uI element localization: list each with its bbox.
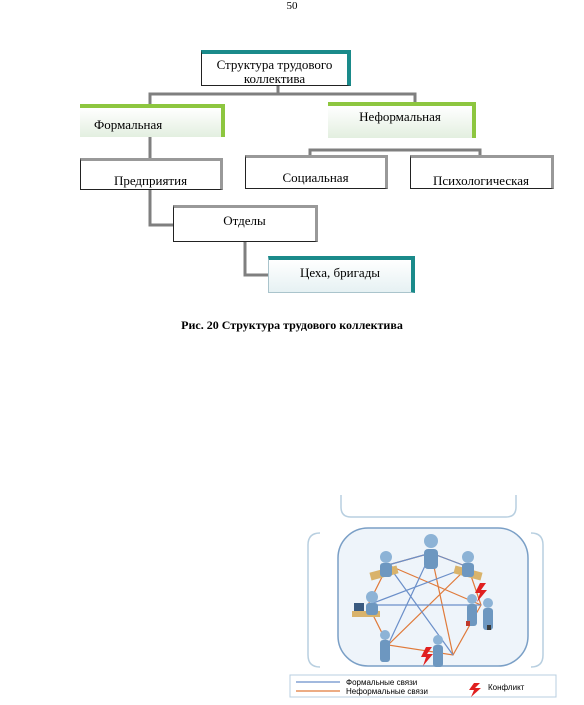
page-number: 50: [286, 0, 298, 12]
legend-box: [289, 674, 557, 698]
figure-caption: Рис. 20 Структура трудового коллектива: [181, 318, 403, 332]
legend-informal-label: Неформальные связи: [346, 687, 428, 696]
legend-conflict-label: Конфликт: [488, 683, 525, 692]
two-people-icon: [380, 630, 443, 667]
right-bracket: [530, 532, 544, 668]
informal-network-illustration: Формальные связи Неформальные связи Конф…: [289, 495, 557, 698]
left-bracket: [307, 532, 321, 668]
psychological-label: Психологическая: [433, 173, 529, 188]
top-bracket: [340, 495, 517, 518]
two-people-icon: [466, 594, 493, 630]
person-at-desk-icon: [369, 551, 399, 581]
formal-box: Формальная: [80, 104, 225, 137]
workshops-box: Цеха, бригады: [268, 256, 415, 293]
person-icons: [352, 534, 493, 667]
org-root-label: Структура трудового коллектива: [216, 57, 333, 87]
social-label: Социальная: [282, 170, 349, 185]
formal-label: Формальная: [94, 117, 163, 132]
departments-label: Отделы: [223, 213, 266, 228]
person-at-desk-icon: [453, 551, 483, 581]
person-at-computer-icon: [352, 591, 380, 617]
informal-box: Неформальная: [328, 102, 476, 138]
psychological-box: Психологическая: [410, 155, 554, 189]
conflict-bolt-icon: [421, 647, 433, 666]
legend-formal-label: Формальные связи: [346, 678, 417, 687]
enterprise-box: Предприятия: [80, 158, 223, 190]
legend-conflict-icon: [469, 683, 481, 697]
org-root-box: Структура трудового коллектива: [201, 50, 351, 86]
workshops-label: Цеха, бригады: [299, 265, 381, 280]
conflict-bolt-icon: [475, 583, 487, 602]
departments-box: Отделы: [173, 205, 318, 242]
informal-label: Неформальная: [359, 109, 441, 124]
enterprise-label: Предприятия: [113, 173, 188, 188]
person-icon: [424, 534, 438, 569]
social-box: Социальная: [245, 155, 388, 189]
